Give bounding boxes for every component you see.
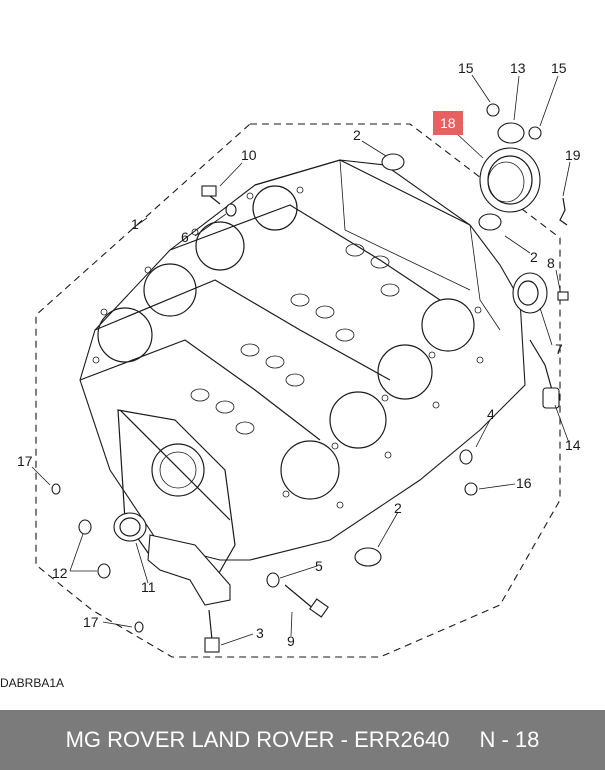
bolt-3 (204, 609, 220, 653)
footer-bar: MG ROVER LAND ROVER - ERR2640 N - 18 (0, 710, 605, 770)
bearing-cap (147, 534, 231, 606)
cylinder-block (79, 159, 526, 581)
plug-12b (97, 563, 111, 579)
plugs-and-cap (486, 103, 542, 144)
dowel-17a (51, 483, 61, 495)
callout-3: 3 (256, 625, 264, 641)
core-plug-b (478, 213, 502, 231)
callout-9: 9 (287, 633, 295, 649)
rear-oil-seal (479, 147, 541, 213)
callout-2b: 2 (530, 249, 538, 265)
callout-4: 4 (487, 406, 495, 422)
washer-6 (225, 203, 237, 217)
tube-14 (529, 339, 560, 409)
callout-18-highlight (433, 111, 463, 135)
bearing-11 (113, 512, 147, 542)
dowel-19 (559, 197, 568, 226)
exploded-parts-diagram: 15 13 15 18 19 2 10 1 6 2 8 7 4 14 17 16… (17, 60, 581, 658)
callout-14: 14 (565, 437, 581, 453)
callout-8: 8 (547, 255, 555, 271)
core-plug-c (354, 547, 382, 567)
core-plug-a (381, 153, 405, 171)
bolt-10 (201, 185, 221, 205)
diagram-reference-code: DABRBA1A (0, 676, 65, 690)
plug-12a (78, 519, 92, 535)
callout-11: 11 (141, 579, 156, 595)
callout-18: 18 (440, 115, 456, 131)
callout-numbers: 15 13 15 18 19 2 10 1 6 2 8 7 4 14 17 16… (17, 60, 581, 649)
washer-5 (266, 572, 280, 588)
callout-6: 6 (181, 229, 189, 245)
plug-4 (459, 449, 473, 465)
callout-2a: 2 (353, 127, 361, 143)
sensor-7 (512, 272, 548, 314)
callout-17b: 17 (83, 614, 99, 630)
callout-12: 12 (52, 565, 68, 581)
callout-16: 16 (516, 475, 532, 491)
callout-17a: 17 (17, 453, 33, 469)
clip-8 (557, 291, 569, 301)
callout-1: 1 (131, 216, 139, 232)
plug-16 (464, 482, 478, 496)
callout-19: 19 (565, 147, 581, 163)
footer-title: MG ROVER LAND ROVER - ERR2640 (65, 727, 450, 752)
callout-13: 13 (510, 60, 526, 76)
callout-10: 10 (241, 147, 257, 163)
dowel-17b (134, 621, 144, 633)
bolt-9 (284, 584, 329, 618)
footer-page: N - 18 (479, 727, 540, 752)
callout-15a: 15 (458, 60, 474, 76)
callout-15b: 15 (551, 60, 567, 76)
callout-2c: 2 (394, 500, 402, 516)
leader-lines (31, 74, 571, 646)
callout-7: 7 (555, 341, 563, 357)
callout-5: 5 (315, 558, 323, 574)
